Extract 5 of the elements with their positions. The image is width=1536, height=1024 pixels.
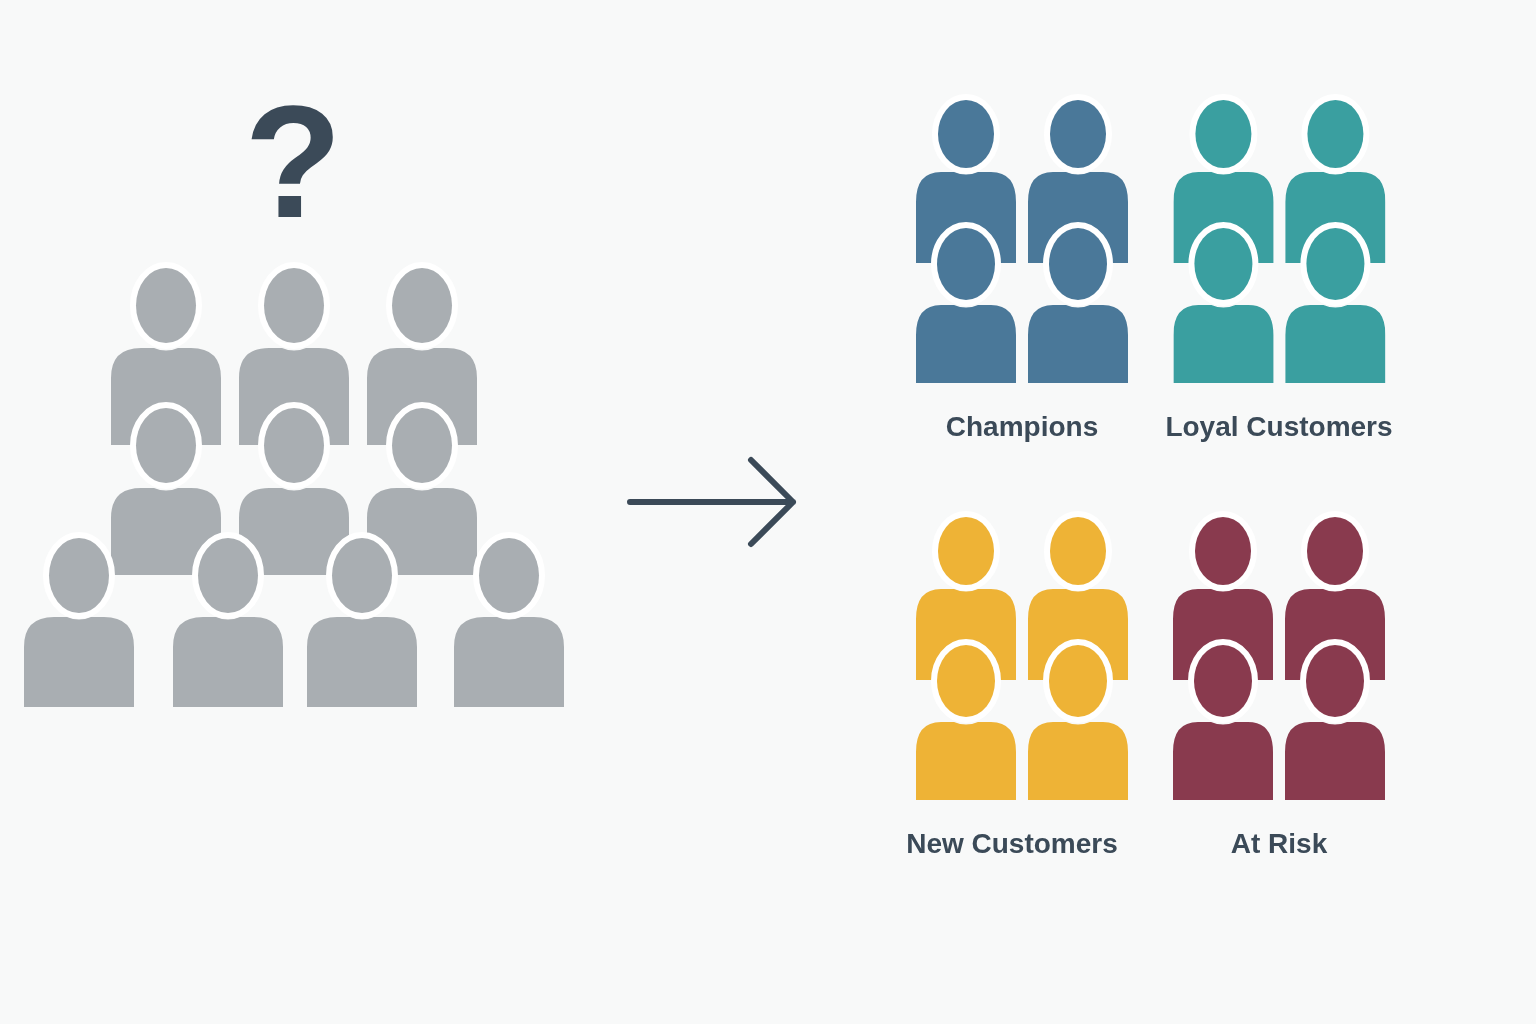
segment-label: Loyal Customers (1165, 410, 1393, 444)
segment-label: Champions (945, 410, 1099, 444)
segment-label: New Customers (906, 827, 1118, 861)
question-mark: ? (244, 82, 342, 242)
segment-label: At Risk (1230, 827, 1328, 861)
